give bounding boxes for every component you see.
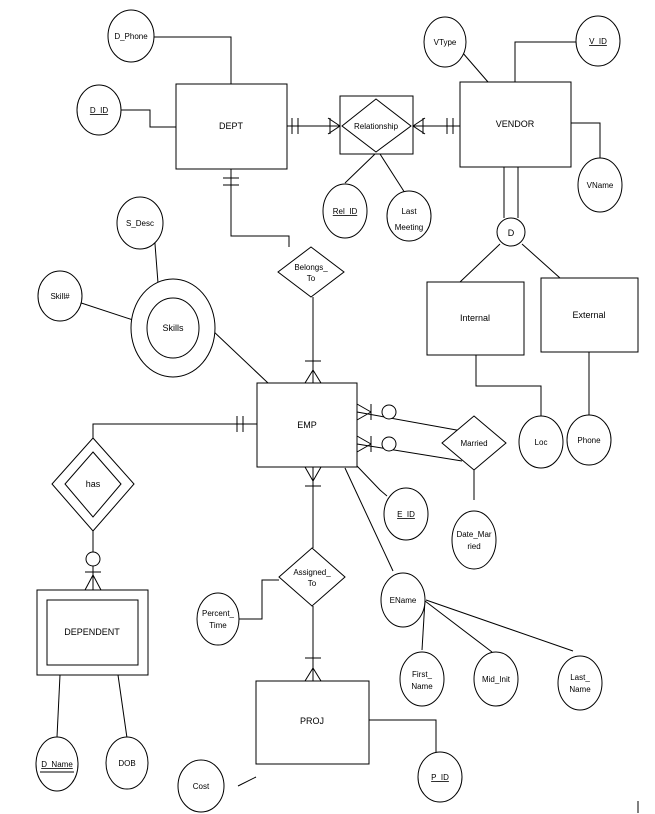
- relationship-relationship[interactable]: Relationship: [339, 95, 414, 155]
- attribute-last-meeting[interactable]: Last Meeting: [386, 190, 432, 242]
- skills-label: Skills: [162, 323, 184, 333]
- attribute-loc-label: Loc: [535, 438, 548, 447]
- attribute-percent-time[interactable]: Percent_ Time: [196, 592, 240, 646]
- attribute-last-name-label-1: Last_: [570, 673, 590, 682]
- attribute-loc[interactable]: Loc: [518, 415, 564, 469]
- relationship-assigned-to-label-1: Assigned_: [293, 568, 331, 577]
- entity-emp-label: EMP: [297, 420, 317, 430]
- attribute-ename-label: EName: [390, 596, 417, 605]
- relationship-belongs-to-label-1: Belongs_: [294, 263, 328, 272]
- attribute-cost-label: Cost: [193, 782, 210, 791]
- multivalued-attribute-skills[interactable]: Skills: [130, 278, 216, 378]
- attribute-d-name[interactable]: D_Name: [35, 736, 79, 792]
- attribute-last-name[interactable]: Last_ Name: [557, 655, 603, 711]
- attribute-d-id[interactable]: D_ID: [76, 84, 122, 136]
- attribute-d-id-label: D_ID: [90, 106, 108, 115]
- attribute-cost[interactable]: Cost: [177, 759, 225, 813]
- attribute-date-married-label-1: Date_Mar: [456, 530, 491, 539]
- attribute-e-id[interactable]: E_ID: [383, 487, 429, 541]
- attribute-first-name-label-2: Name: [411, 682, 433, 691]
- attribute-last-name-label-2: Name: [569, 685, 591, 694]
- attribute-first-name[interactable]: First_ Name: [399, 651, 445, 707]
- attribute-percent-time-label-1: Percent_: [202, 609, 235, 618]
- attribute-d-phone[interactable]: D_Phone: [107, 9, 155, 63]
- attribute-vtype-label: VType: [434, 38, 457, 47]
- attribute-d-phone-label: D_Phone: [114, 32, 148, 41]
- entity-emp[interactable]: EMP: [256, 382, 358, 468]
- attribute-rel-id[interactable]: Rel_ID: [322, 183, 368, 239]
- attribute-rel-id-label: Rel_ID: [333, 207, 358, 216]
- attribute-date-married[interactable]: Date_Mar ried: [451, 510, 497, 570]
- attribute-e-id-label: E_ID: [397, 510, 415, 519]
- entity-external-label: External: [572, 310, 605, 320]
- relationship-married[interactable]: Married: [441, 415, 507, 471]
- attribute-percent-time-label-2: Time: [209, 621, 227, 630]
- attribute-last-meeting-label-1: Last: [401, 207, 417, 216]
- relationship-belongs-to-label-2: To: [307, 274, 316, 283]
- relationship-assigned-to[interactable]: Assigned_ To: [278, 547, 346, 607]
- attribute-mid-init-label: Mid_Init: [482, 675, 511, 684]
- connector-lines: [56, 36, 601, 787]
- attribute-phone[interactable]: Phone: [566, 414, 612, 466]
- attribute-dob-label: DOB: [118, 759, 135, 768]
- attribute-vtype[interactable]: VType: [423, 16, 467, 68]
- attribute-date-married-label-2: ried: [467, 542, 480, 551]
- attribute-v-id-label: V_ID: [589, 37, 607, 46]
- identifying-relationship-has-label: has: [86, 479, 101, 489]
- entity-vendor[interactable]: VENDOR: [459, 81, 572, 168]
- entity-proj-label: PROJ: [300, 716, 324, 726]
- attribute-skill-num[interactable]: Skill#: [37, 270, 83, 322]
- attribute-last-meeting-label-2: Meeting: [395, 223, 423, 232]
- entity-dept[interactable]: DEPT: [175, 83, 288, 170]
- attribute-s-desc-label: S_Desc: [126, 219, 154, 228]
- entity-dept-label: DEPT: [219, 121, 244, 131]
- entity-internal[interactable]: Internal: [426, 281, 525, 356]
- disjoint-label: D: [508, 228, 515, 238]
- relationship-married-label: Married: [460, 439, 487, 448]
- attribute-d-name-label: D_Name: [41, 760, 73, 769]
- weak-entity-dependent-label: DEPENDENT: [64, 627, 120, 637]
- attribute-vname[interactable]: VName: [577, 157, 623, 213]
- attribute-skill-num-label: Skill#: [50, 292, 70, 301]
- attribute-dob[interactable]: DOB: [105, 736, 149, 790]
- attribute-s-desc[interactable]: S_Desc: [116, 196, 164, 250]
- attribute-p-id[interactable]: P_ID: [417, 751, 463, 803]
- attribute-first-name-label-1: First_: [412, 670, 433, 679]
- attribute-p-id-label: P_ID: [431, 773, 449, 782]
- attribute-v-id[interactable]: V_ID: [575, 15, 621, 67]
- attribute-ename[interactable]: EName: [380, 572, 426, 628]
- relationship-belongs-to[interactable]: Belongs_ To: [277, 246, 345, 298]
- entity-external[interactable]: External: [540, 277, 639, 353]
- attribute-phone-label: Phone: [577, 436, 601, 445]
- entity-internal-label: Internal: [460, 313, 490, 323]
- attribute-mid-init[interactable]: Mid_Init: [473, 651, 519, 707]
- entity-proj[interactable]: PROJ: [255, 680, 370, 765]
- entity-vendor-label: VENDOR: [496, 119, 535, 129]
- disjoint-specialization[interactable]: D: [496, 217, 526, 247]
- attribute-vname-label: VName: [587, 181, 614, 190]
- relationship-assigned-to-label-2: To: [308, 579, 317, 588]
- cardinality-marks: [84, 117, 454, 682]
- relationship-relationship-label: Relationship: [354, 122, 399, 131]
- identifying-relationship-has[interactable]: has: [51, 437, 135, 532]
- weak-entity-dependent[interactable]: DEPENDENT: [36, 589, 149, 676]
